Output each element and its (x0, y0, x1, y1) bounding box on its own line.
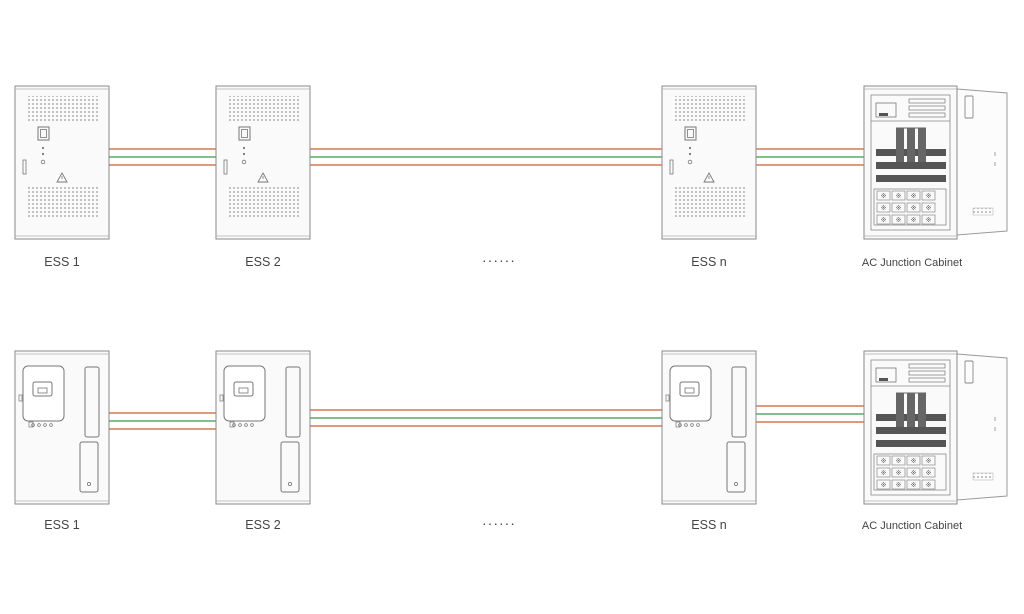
ac-junction-cabinet (863, 85, 1008, 240)
row2-cables (109, 405, 865, 430)
ess-unit-2 (215, 350, 311, 505)
ess-n-label: ESS n (691, 518, 726, 532)
ess-1-label: ESS 1 (44, 255, 79, 269)
ess-unit-1 (14, 85, 110, 240)
ess-unit-n (661, 85, 757, 240)
ess-unit-2 (215, 85, 311, 240)
ellipsis-label: ······ (482, 252, 516, 268)
ess-2-label: ESS 2 (245, 255, 280, 269)
row1-cables (109, 148, 865, 166)
ac-junction-cabinet (863, 350, 1008, 505)
ess-unit-n (661, 350, 757, 505)
ess-1-label: ESS 1 (44, 518, 79, 532)
ess-2-label: ESS 2 (245, 518, 280, 532)
ac-cabinet-label: AC Junction Cabinet (862, 520, 962, 532)
ess-n-label: ESS n (691, 255, 726, 269)
ess-unit-1 (14, 350, 110, 505)
ac-cabinet-label: AC Junction Cabinet (862, 257, 962, 269)
ellipsis-label: ······ (482, 515, 516, 531)
